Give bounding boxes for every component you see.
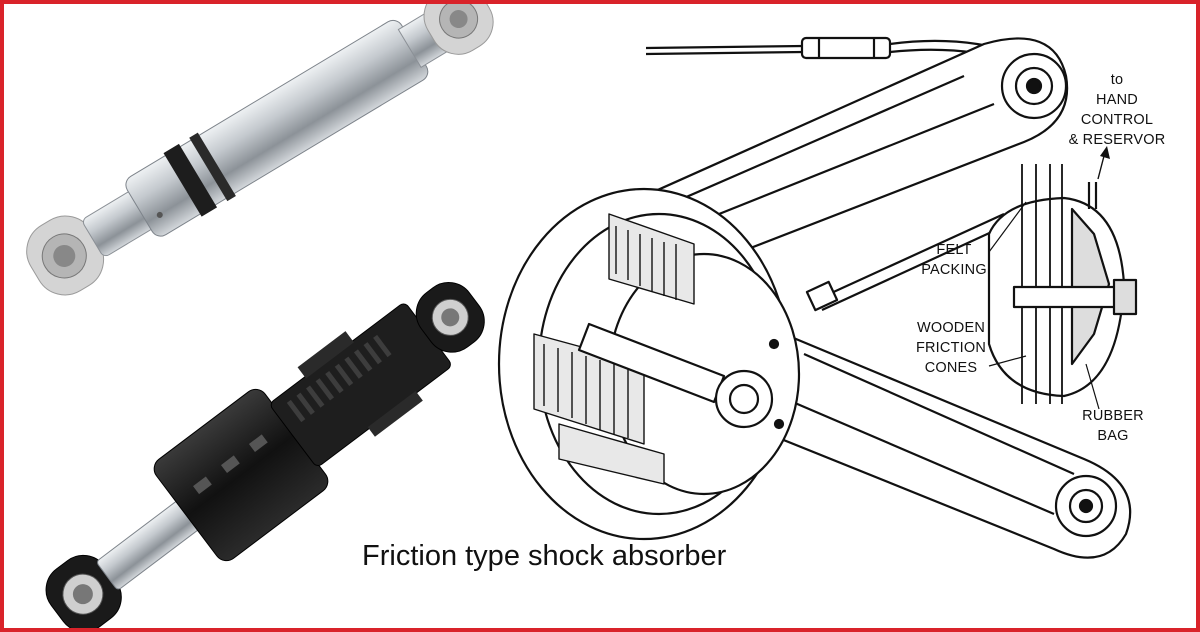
callout-line: CONTROL	[1080, 112, 1154, 128]
callout-line: to	[1110, 72, 1124, 88]
friction-absorber-drawing	[497, 36, 1138, 559]
callout-line: PACKING	[921, 262, 987, 278]
callout-line: BAG	[1097, 428, 1129, 444]
callout-felt-packing: FELT PACKING	[909, 240, 999, 280]
callout-rubber-bag: RUBBER BAG	[1068, 406, 1158, 446]
figure-caption: Friction type shock absorber	[362, 540, 727, 572]
callout-line: CONES	[924, 360, 978, 376]
black-shock-absorber-image	[45, 282, 485, 628]
callout-line: & RESERVOR	[1068, 132, 1166, 148]
silver-shock-absorber-image	[26, 4, 494, 296]
callout-line: WOODEN	[916, 320, 986, 336]
callout-wooden-friction-cones: WOODEN FRICTION CONES	[904, 318, 998, 378]
callout-line: FELT	[936, 242, 972, 258]
callout-hand-control-reservoir: to HAND CONTROL & RESERVOR	[1052, 70, 1182, 150]
callout-line: HAND	[1096, 92, 1138, 108]
callout-line: FRICTION	[915, 340, 987, 356]
callout-line: RUBBER	[1082, 408, 1144, 424]
